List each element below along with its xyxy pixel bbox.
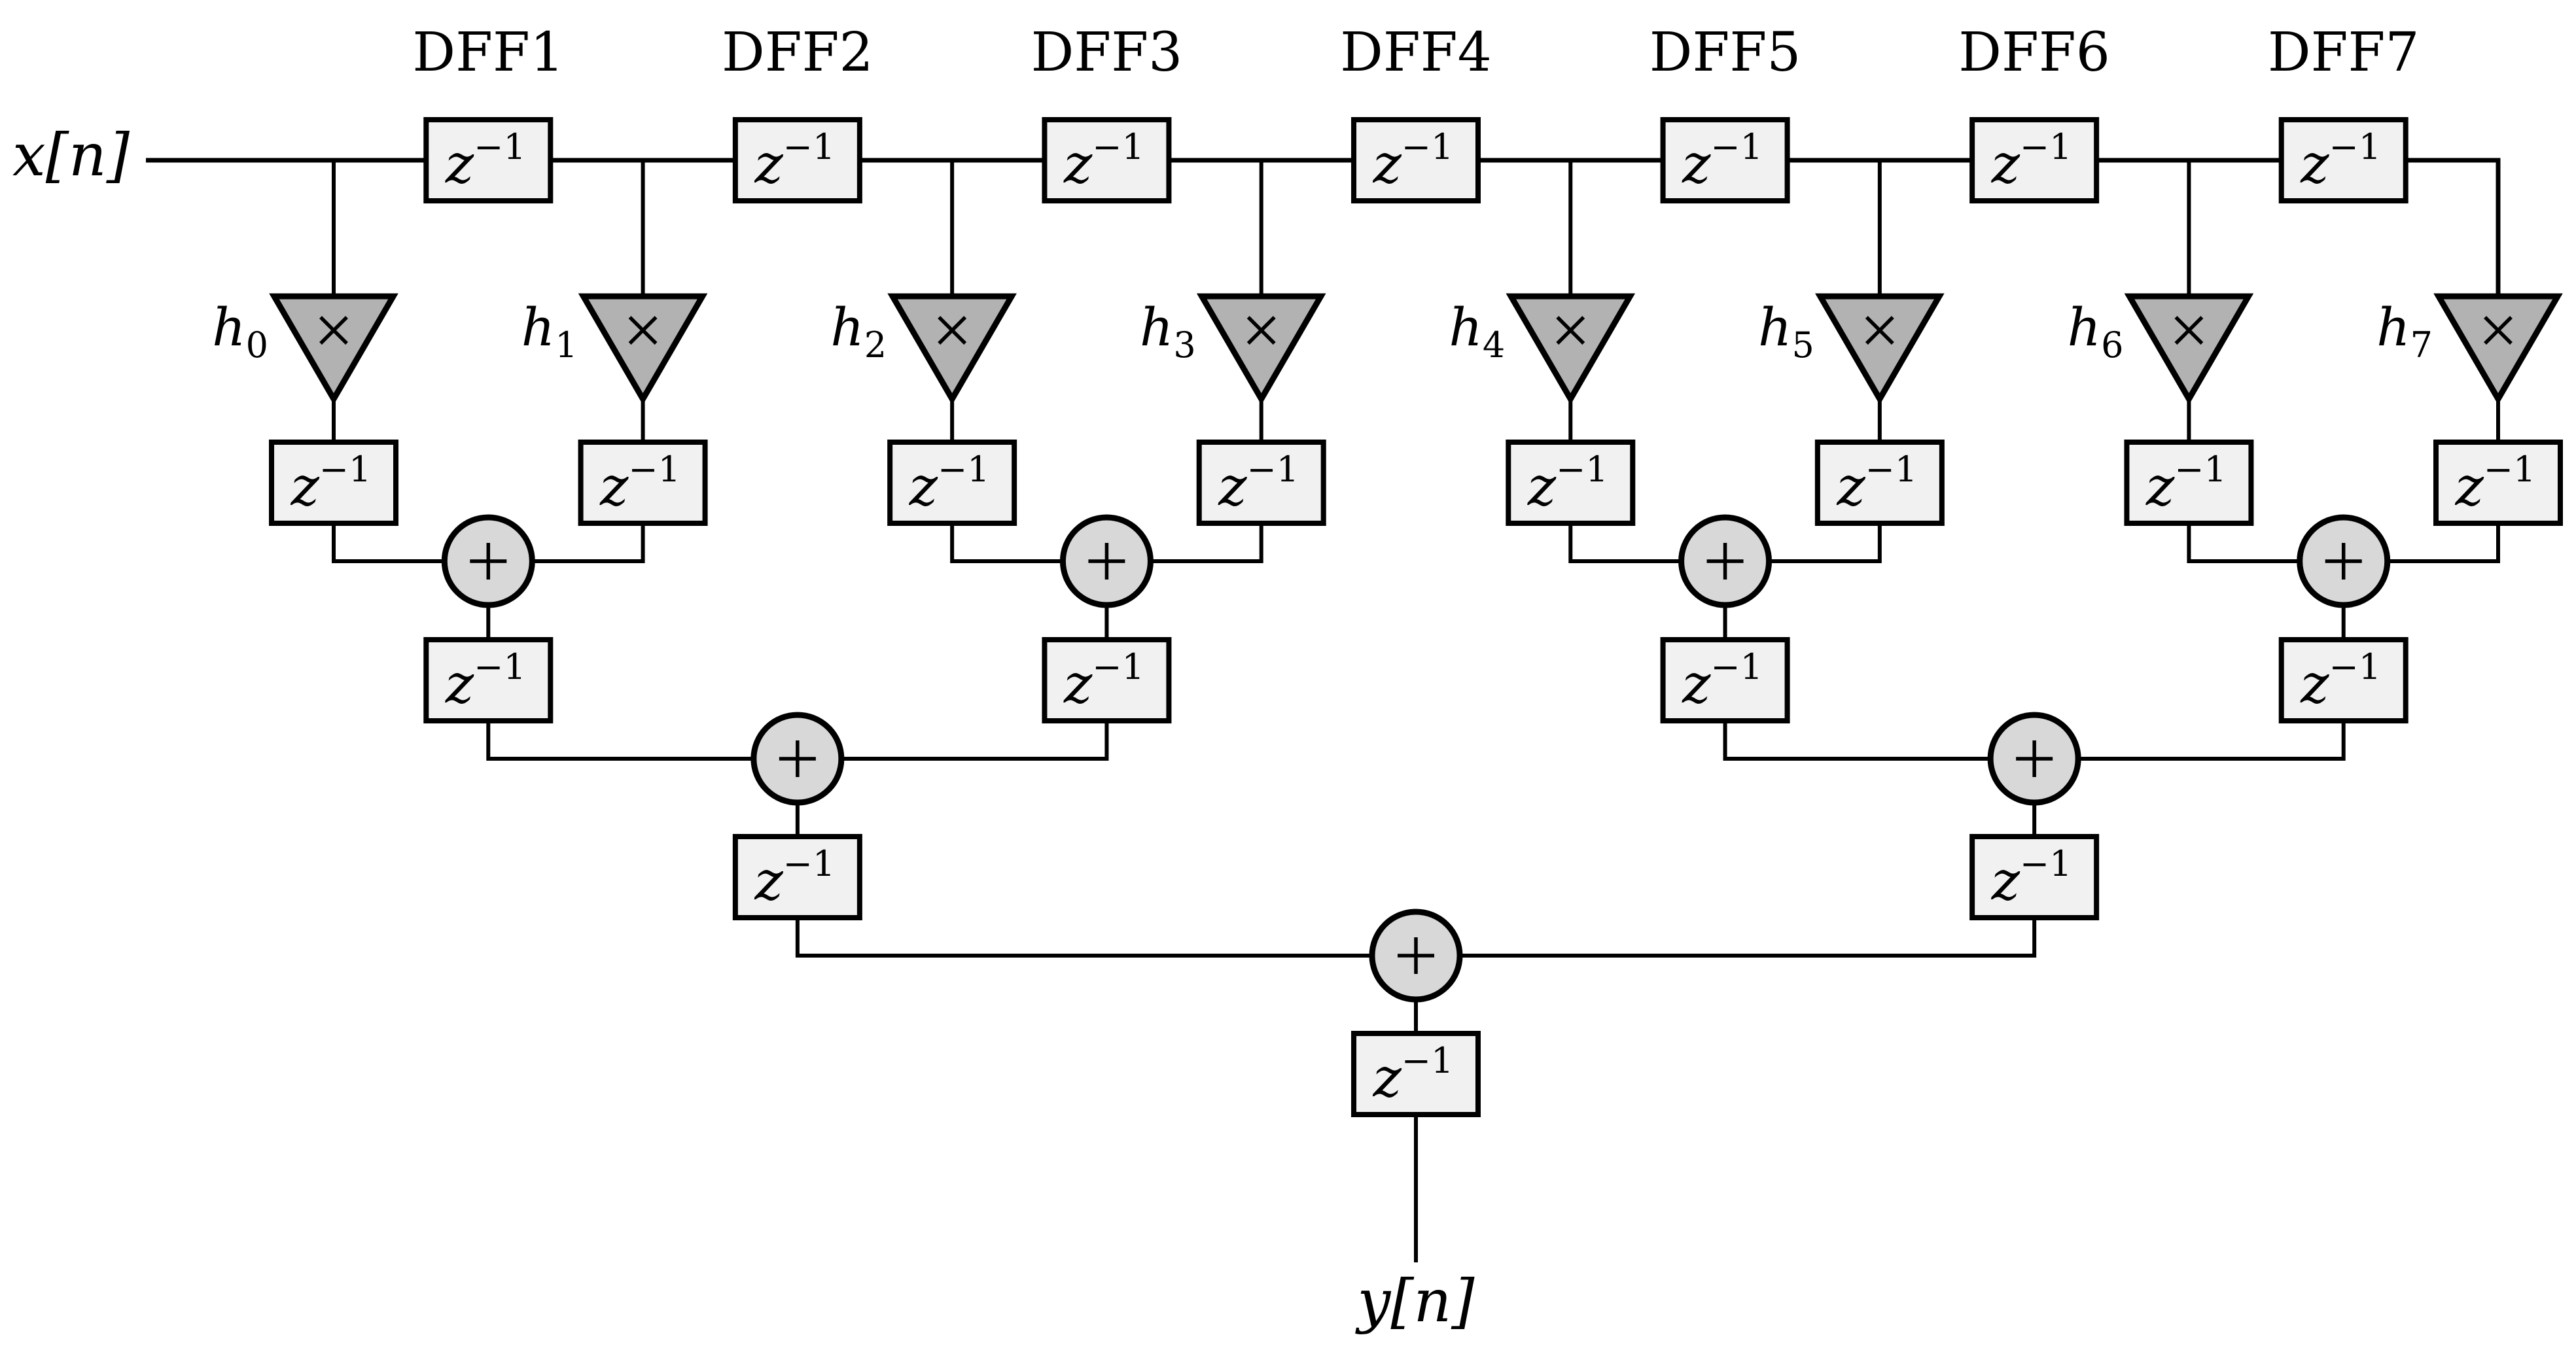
- dff-label: DFF4: [1340, 22, 1492, 84]
- wire: [1568, 523, 1682, 563]
- wire: [532, 523, 645, 563]
- delay-box-dff: [1969, 117, 2100, 203]
- multiplier-triangle: [269, 293, 398, 405]
- delay-box-pipeline: [732, 834, 862, 920]
- coefficient-label: h4: [1449, 297, 1505, 366]
- multiplier-triangle: [1506, 293, 1636, 405]
- delay-box-dff: [1350, 117, 1481, 203]
- plus-icon: [1398, 937, 1434, 974]
- multiply-icon: [2484, 316, 2513, 345]
- coefficient-label: h5: [1758, 297, 1814, 366]
- multiplier-triangle: [887, 293, 1017, 405]
- multiply-icon: [2174, 316, 2204, 345]
- output-label: y[n]: [1354, 1267, 1475, 1336]
- multiply-icon: [1246, 316, 1276, 345]
- delay-box-pipeline: [1814, 440, 1945, 526]
- wire: [1723, 721, 1991, 761]
- dff-label: DFF2: [722, 22, 873, 84]
- multiplier-triangle: [2124, 293, 2254, 405]
- delay-box-pipeline: [1660, 637, 1790, 723]
- delay-box-pipeline: [1196, 440, 1326, 526]
- dff-label: DFF6: [1958, 22, 2110, 84]
- wire: [841, 721, 1109, 761]
- dff-label: DFF7: [2268, 22, 2420, 84]
- coefficient-label: h0: [212, 297, 268, 366]
- coefficient-label: h7: [2376, 297, 2433, 366]
- delay-box-pipeline: [2124, 440, 2254, 526]
- delay-box-dff: [1660, 117, 1790, 203]
- wire: [1769, 523, 1882, 563]
- delay-box-pipeline: [578, 440, 708, 526]
- multiply-icon: [938, 316, 967, 345]
- multiply-icon: [1865, 316, 1894, 345]
- multiply-icon: [628, 316, 658, 345]
- delay-box-output: [1350, 1031, 1481, 1117]
- delay-box-dff: [732, 117, 862, 203]
- plus-icon: [1088, 543, 1125, 580]
- multiplier-triangle: [578, 293, 708, 405]
- delay-box-pipeline: [2433, 440, 2563, 526]
- plus-icon: [2016, 740, 2053, 777]
- plus-icon: [470, 543, 507, 580]
- wire: [950, 523, 1063, 563]
- coefficient-label: h2: [830, 297, 887, 366]
- wire: [332, 523, 445, 563]
- wire: [2187, 523, 2300, 563]
- coefficient-label: h3: [1140, 297, 1196, 366]
- delay-box-pipeline: [887, 440, 1017, 526]
- delay-box-dff: [423, 117, 554, 203]
- wire: [1150, 523, 1263, 563]
- delay-box-dff: [1042, 117, 1172, 203]
- multiplier-triangle: [1815, 293, 1945, 405]
- coefficient-label: h6: [2068, 297, 2124, 366]
- coefficient-label: h1: [521, 297, 578, 366]
- wire: [1460, 918, 2037, 958]
- plus-icon: [2325, 543, 2362, 580]
- dff-label: DFF5: [1650, 22, 1801, 84]
- delay-box-dff: [2278, 117, 2408, 203]
- input-signal-line: [146, 158, 2501, 296]
- wire: [795, 918, 1372, 958]
- input-label: x[n]: [12, 121, 130, 190]
- delay-box-pipeline: [2278, 637, 2408, 723]
- plus-icon: [779, 740, 816, 777]
- multiply-icon: [1556, 316, 1585, 345]
- multiply-icon: [319, 316, 348, 345]
- plus-icon: [1706, 543, 1744, 580]
- delay-label: z−1: [445, 126, 526, 196]
- multiplier-triangle: [1196, 293, 1326, 405]
- dff-label: DFF1: [412, 22, 564, 84]
- wire: [486, 721, 754, 761]
- wire: [2387, 523, 2500, 563]
- wire: [2078, 721, 2346, 761]
- multiplier-triangle: [2433, 293, 2563, 405]
- dff-label: DFF3: [1031, 22, 1183, 84]
- delay-box-pipeline: [1969, 834, 2100, 920]
